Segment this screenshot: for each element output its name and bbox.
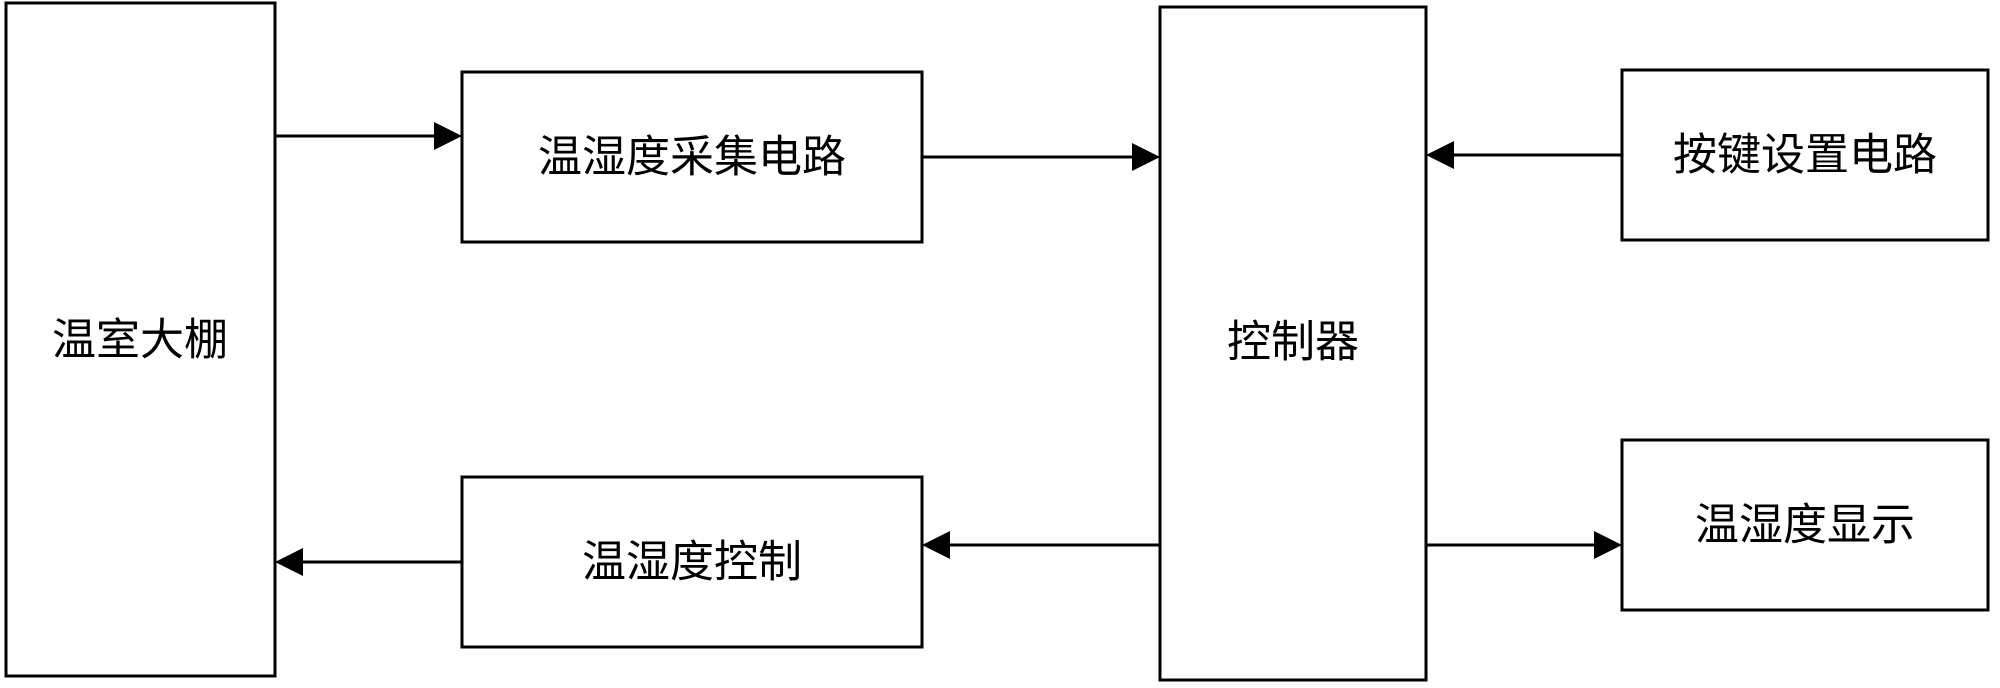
arrowhead-icon — [1132, 143, 1160, 171]
edge-keypad-to-controller — [1426, 141, 1622, 169]
node-keypad: 按键设置电路 — [1620, 68, 1990, 242]
node-keypad-label: 按键设置电路 — [1673, 130, 1937, 181]
node-greenhouse-label: 温室大棚 — [52, 315, 228, 366]
node-controller: 控制器 — [1158, 5, 1428, 682]
node-control-label: 温湿度控制 — [582, 537, 802, 588]
arrowhead-icon — [434, 122, 462, 150]
node-display-label: 温湿度显示 — [1695, 500, 1915, 551]
node-control: 温湿度控制 — [460, 475, 924, 649]
node-display: 温湿度显示 — [1620, 438, 1990, 612]
arrowhead-icon — [275, 548, 303, 576]
node-acquisition: 温湿度采集电路 — [460, 70, 924, 244]
node-acquisition-label: 温湿度采集电路 — [538, 132, 846, 183]
arrowhead-icon — [1594, 531, 1622, 559]
edge-controller-to-display — [1426, 531, 1622, 559]
edge-greenhouse-to-acquisition — [275, 122, 462, 150]
node-greenhouse: 温室大棚 — [4, 1, 277, 678]
node-controller-label: 控制器 — [1227, 317, 1359, 368]
arrowhead-icon — [1426, 141, 1454, 169]
edge-control-to-greenhouse — [275, 548, 462, 576]
edge-controller-to-control — [922, 531, 1160, 559]
arrowhead-icon — [922, 531, 950, 559]
edge-acquisition-to-controller — [922, 143, 1160, 171]
